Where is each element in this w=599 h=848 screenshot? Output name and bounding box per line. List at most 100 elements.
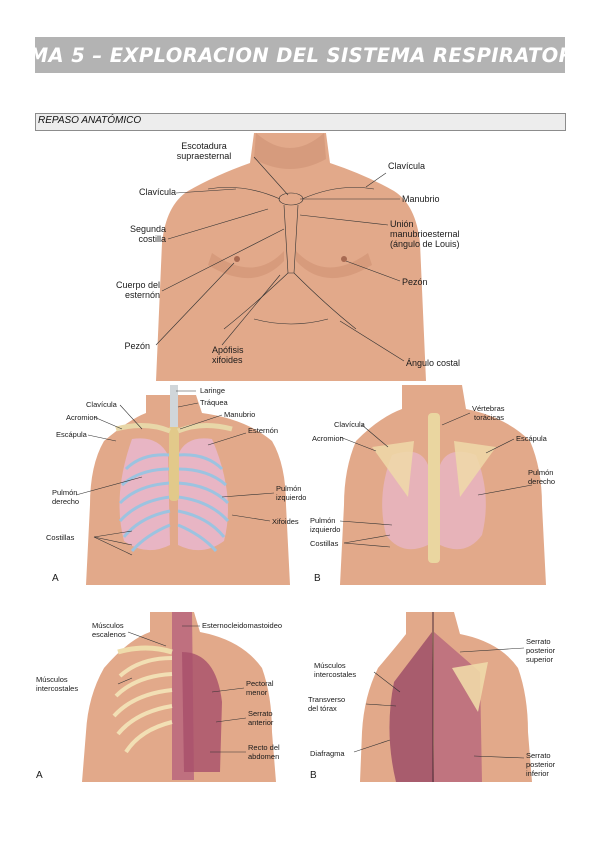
label-union-2: manubrioesternal [390,229,460,239]
posterior-muscles-illustration: Serrato posterior superior Músculos inte… [308,612,556,782]
right-clavicle-line [301,187,375,200]
left-costal-margin [223,272,289,330]
label-apofisis-2: xifoides [212,355,243,365]
right-costal-margin [293,272,357,330]
left-muscle-group [182,652,222,772]
anterior-lungs-illustration: Laringe Tráquea Manubrio Clavícula Acrom… [46,385,306,585]
label-serrato-1: Serrato [248,709,273,718]
spine [428,413,440,563]
anterior-ribs [112,656,173,754]
label-escotadura-2: supraesternal [177,151,232,161]
label-clavicula: Clavícula [334,420,366,429]
leader-apofisis [221,274,281,346]
posterior-lungs-illustration: Vértebras torácicas Clavícula Acromion E… [310,385,555,585]
label-pulmon-der-2: derecho [528,477,555,486]
left-pectoral-shadow [208,251,284,279]
label-intercostales-1: Músculos [36,675,68,684]
label-pezon-left: Pezón [124,341,150,351]
label-transverso-1: Transverso [308,695,345,704]
right-scapula [454,441,496,497]
right-nipple [341,256,347,262]
leader-escotadura [253,156,289,196]
label-pulmon-der-1: Pulmón [528,468,553,477]
label-angulo: Ángulo costal [406,358,460,368]
label-intercostales-1: Músculos [314,661,346,670]
label-serrato-sup-2: posterior [526,646,556,655]
label-intercostales-2: intercostales [314,670,356,679]
label-serrato-2: anterior [248,718,274,727]
label-pezon-right: Pezón [402,277,428,287]
label-escapula: Escápula [56,430,88,439]
label-clavicula: Clavícula [86,400,118,409]
leader-pezon-right [345,260,401,282]
label-recto-1: Recto del [248,743,280,752]
label-pectoral-2: menor [246,688,268,697]
label-cuerpo-1: Cuerpo del [116,280,160,290]
posterior-scapula [452,662,488,712]
leader-union [299,214,389,226]
left-nipple [234,256,240,262]
label-traquea: Tráquea [200,398,228,407]
right-pectoral-shadow [296,251,372,279]
label-pulmon-der-1: Pulmón [52,488,77,497]
right-clavicle [115,423,171,434]
label-recto-2: abdomen [248,752,279,761]
section-heading-bar: REPASO ANATÓMICO [35,113,566,131]
label-union-1: Unión [390,219,414,229]
document-title: TEMA 5 – EXPLORACION DEL SISTEMA RESPIRA… [1,43,599,67]
section-heading: REPASO ANATÓMICO [38,115,142,126]
figure-anterior-lungs: Laringe Tráquea Manubrio Clavícula Acrom… [46,385,306,585]
right-lung [119,438,170,551]
label-cuerpo-2: esternón [125,290,160,300]
label-manubrio: Manubrio [402,194,440,204]
label-vertebras-1: Vértebras [472,404,505,413]
torso-shape [156,133,426,381]
leader-angulo [339,320,405,362]
rib-cage [118,453,230,552]
label-escotadura-1: Escotadura [181,141,227,151]
left-clavicle [177,423,233,434]
sternum [169,425,179,501]
label-laringe: Laringe [200,386,225,395]
figure-posterior-muscles: Serrato posterior superior Músculos inte… [304,612,566,788]
label-segunda-2: costilla [138,234,166,244]
label-intercostales-2: intercostales [36,684,78,693]
figure-letter-a: A [52,573,59,584]
label-serrato-sup-1: Serrato [526,637,551,646]
label-diafragma: Diafragma [310,749,345,758]
left-scapula [372,441,414,497]
label-pulmon-der-2: derecho [52,497,79,506]
chest-surface-illustration: Escotadura supraesternal Clavícula Claví… [116,133,460,381]
label-pulmon-izq-2: izquierdo [310,525,340,534]
label-clavicula-left: Clavícula [139,187,176,197]
label-acromion: Acromion [66,413,98,422]
sternum-outline [283,204,299,274]
left-back-muscles [389,632,434,782]
label-escapula: Escápula [516,434,548,443]
label-costillas: Costillas [310,539,339,548]
label-escalenos-1: Músculos [92,621,124,630]
figure-letter-b: B [314,573,321,584]
label-union-3: (ángulo de Louis) [390,239,460,249]
label-costillas: Costillas [46,533,75,542]
label-serrato-inf-1: Serrato [526,751,551,760]
trachea [170,385,178,427]
neck-shadow [254,133,326,169]
label-segunda-1: Segunda [130,224,166,234]
leader-segunda [167,208,269,240]
label-pectoral-1: Pectoral [246,679,274,688]
left-lung [178,438,228,551]
label-transverso-2: del tórax [308,704,337,713]
label-xifoides: Xifoides [272,517,299,526]
leader-cuerpo [161,228,285,292]
label-esterno: Esternocleidomastoideo [202,621,282,630]
left-clavicle-line [207,187,281,200]
label-serrato-sup-3: superior [526,655,554,664]
label-pulmon-izq-1: Pulmón [276,484,301,493]
label-manubrio: Manubrio [224,410,255,419]
label-clavicula-right: Clavícula [388,161,425,171]
document-title-bar: TEMA 5 – EXPLORACION DEL SISTEMA RESPIRA… [1,37,598,73]
label-pulmon-izq-2: izquierdo [276,493,306,502]
leader-pezon-left [155,262,235,346]
figure-letter-b2: B [310,770,317,781]
